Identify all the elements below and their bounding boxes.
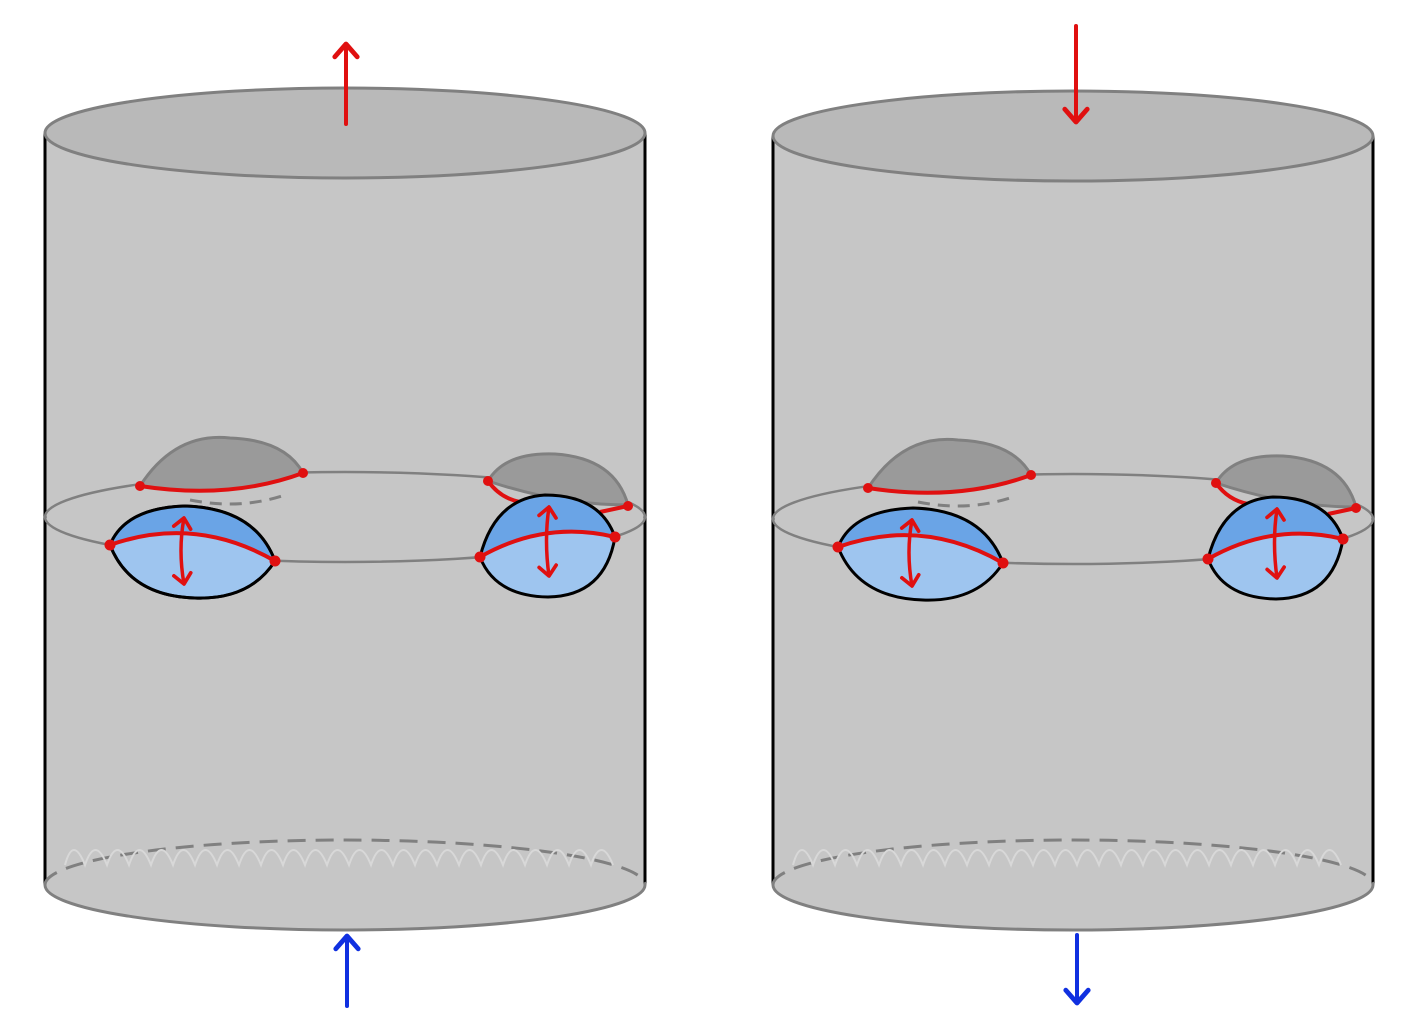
right-top-cap bbox=[771, 89, 1375, 183]
right-bottom-cap-fringe bbox=[792, 849, 1342, 868]
right-cylinder-side bbox=[773, 136, 1373, 930]
right-bubble-front-left-red bbox=[837, 533, 1004, 565]
left-bubble-back-left-red bbox=[139, 471, 304, 493]
left-cylinder-side bbox=[45, 133, 645, 930]
left-bubble-back-right-dot-b bbox=[623, 501, 633, 511]
left-bubble-front-right-dot-a bbox=[474, 551, 486, 563]
left-panel bbox=[43, 41, 647, 1008]
left-bottom-cap-front bbox=[43, 884, 647, 932]
right-bubble-back-right-dot-b bbox=[1351, 503, 1361, 513]
right-bubble-front-left-dot-b bbox=[997, 557, 1009, 569]
left-bottom-cap-fringe bbox=[64, 849, 614, 868]
right-bubble-back-right-dot-a bbox=[1211, 478, 1221, 488]
left-bubble-back-left-dash bbox=[189, 493, 286, 506]
right-bubble-front-left-double-arrow bbox=[899, 518, 921, 588]
right-bubble-back-left-dot-a bbox=[863, 483, 873, 493]
right-bubble-front-right-dot-b bbox=[1337, 533, 1349, 545]
left-bubble-back-right-dot-a bbox=[483, 476, 493, 486]
left-bubble-front-left-red bbox=[109, 531, 276, 563]
right-bubble-back-left-dot-b bbox=[1026, 470, 1036, 480]
left-bubble-back-left-dot-a bbox=[135, 481, 145, 491]
right-equator-ring bbox=[771, 472, 1375, 566]
left-equator-ring bbox=[43, 470, 647, 564]
right-bottom-cap-back-dashed bbox=[771, 838, 1375, 886]
left-bubble-front-left-dot-b bbox=[269, 555, 281, 567]
left-bottom-cap-back-dashed bbox=[43, 838, 647, 886]
left-bubble-front-left-double-arrow bbox=[171, 516, 193, 586]
left-bubble-front-right-double-arrow bbox=[537, 505, 558, 578]
right-bubble-back-left-dash bbox=[917, 495, 1014, 508]
left-bubble-front-left-dot-a bbox=[104, 539, 116, 551]
right-bubble-back-left-red bbox=[867, 473, 1032, 495]
right-panel bbox=[771, 24, 1375, 1006]
right-bubble-front-left-dot-a bbox=[832, 541, 844, 553]
right-bottom-cap-front bbox=[771, 884, 1375, 932]
right-bubble-front-right-dot-a bbox=[1202, 553, 1214, 565]
left-bubble-front-right-dot-b bbox=[609, 531, 621, 543]
left-bubble-back-left-dot-b bbox=[298, 468, 308, 478]
right-bubble-front-right-double-arrow bbox=[1265, 507, 1286, 580]
